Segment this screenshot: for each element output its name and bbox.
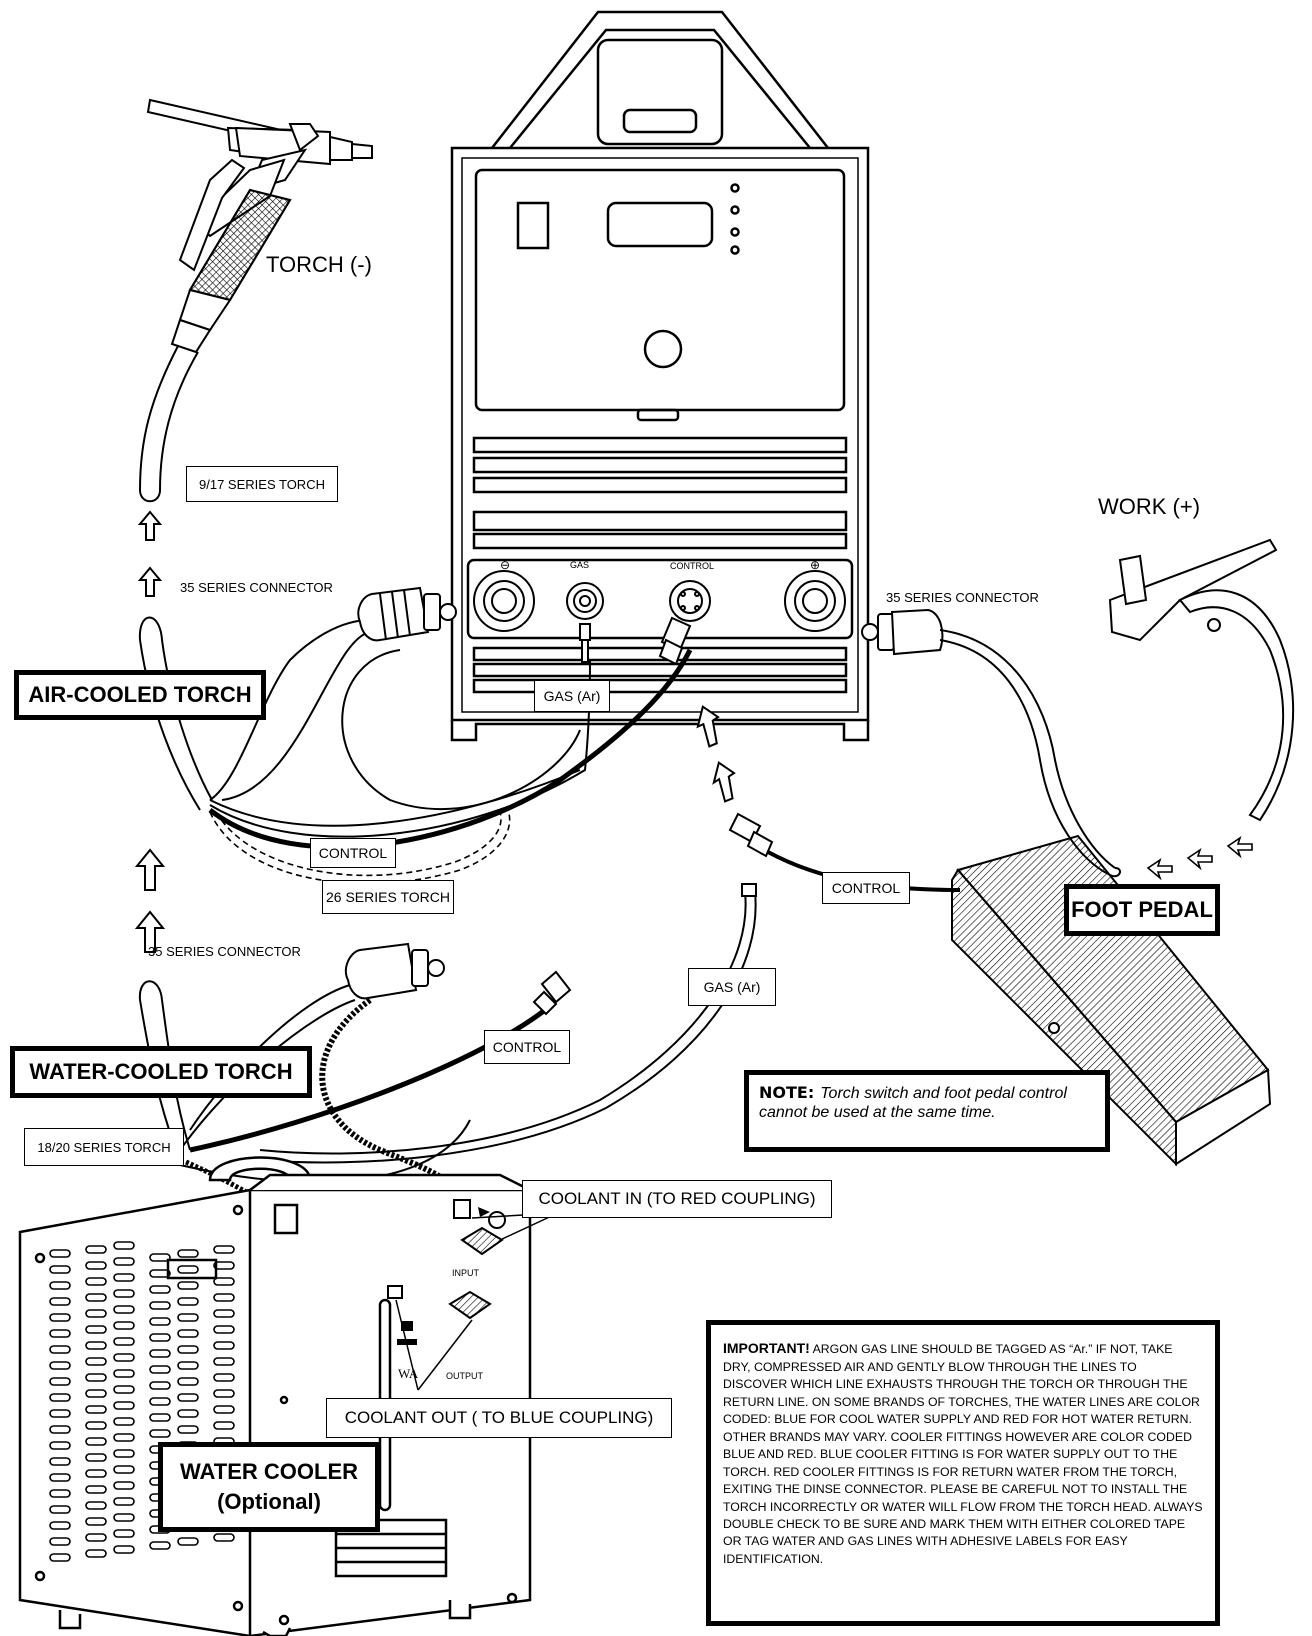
torch-18-20-box: 18/20 SERIES TORCH <box>24 1128 184 1166</box>
pedal-arrows <box>693 704 740 803</box>
gas-hose-end <box>742 884 756 896</box>
note-heading: NOTE: <box>759 1083 814 1102</box>
water-cooler-title-line2: (Optional) <box>217 1487 321 1517</box>
connector-35-lower-label: 35 SERIES CONNECTOR <box>148 944 301 959</box>
water-cooler-title-line1: WATER COOLER <box>180 1457 358 1487</box>
panel-neg-label: ⊖ <box>500 558 510 572</box>
note-box: NOTE:Torch switch and foot pedal control… <box>744 1070 1110 1152</box>
up-arrows-left <box>137 512 163 952</box>
cooler-wa-label: WA <box>398 1366 418 1382</box>
welder-machine <box>452 12 868 740</box>
control-water-box: CONTROL <box>484 1030 570 1064</box>
control-air-box: CONTROL <box>310 838 396 868</box>
torch-9-17-box: 9/17 SERIES TORCH <box>186 466 338 502</box>
dinse-plug-left <box>358 588 456 640</box>
water-control-plug <box>534 972 570 1014</box>
panel-gas-label: GAS <box>570 560 589 570</box>
important-text: ARGON GAS LINE SHOULD BE TAGGED AS “Ar.”… <box>723 1342 1203 1566</box>
dinse-plug-water <box>346 944 444 998</box>
water-cooled-title: WATER-COOLED TORCH <box>10 1046 312 1098</box>
water-cooler-title: WATER COOLER (Optional) <box>158 1442 380 1532</box>
gas-ar-top-box: GAS (Ar) <box>534 680 610 712</box>
dinse-plug-right <box>862 610 942 654</box>
work-cable <box>940 630 1120 876</box>
torch-neg-label: TORCH (-) <box>266 252 372 278</box>
coolant-out-box: COOLANT OUT ( TO BLUE COUPLING) <box>326 1398 672 1438</box>
important-heading: IMPORTANT! <box>723 1340 810 1356</box>
foot-pedal-title: FOOT PEDAL <box>1064 884 1220 936</box>
ground-clamp <box>1110 540 1293 820</box>
work-pos-label: WORK (+) <box>1098 494 1200 520</box>
gas-hose-lower <box>260 892 756 1162</box>
control-pedal-box: CONTROL <box>822 872 910 904</box>
gas-ar-mid-box: GAS (Ar) <box>688 968 776 1006</box>
coolant-in-box: COOLANT IN (TO RED COUPLING) <box>522 1180 832 1218</box>
connector-panel <box>474 571 845 631</box>
gas-fitting <box>580 624 590 662</box>
torch-26-box: 26 SERIES TORCH <box>322 880 454 914</box>
pedal-control-plug <box>730 814 772 856</box>
panel-control-label: CONTROL <box>670 561 714 571</box>
panel-pos-label: ⊕ <box>810 558 820 572</box>
air-cooled-title: AIR-COOLED TORCH <box>14 670 266 720</box>
torch-9-17-end <box>140 490 160 501</box>
important-box: IMPORTANT! ARGON GAS LINE SHOULD BE TAGG… <box>706 1320 1220 1626</box>
connector-35-right-label: 35 SERIES CONNECTOR <box>886 590 1039 605</box>
cooler-input-label: INPUT <box>452 1268 479 1278</box>
left-arrows-work <box>1148 838 1252 878</box>
connector-35-left-label: 35 SERIES CONNECTOR <box>180 580 333 595</box>
cooler-output-label: OUTPUT <box>446 1371 483 1381</box>
